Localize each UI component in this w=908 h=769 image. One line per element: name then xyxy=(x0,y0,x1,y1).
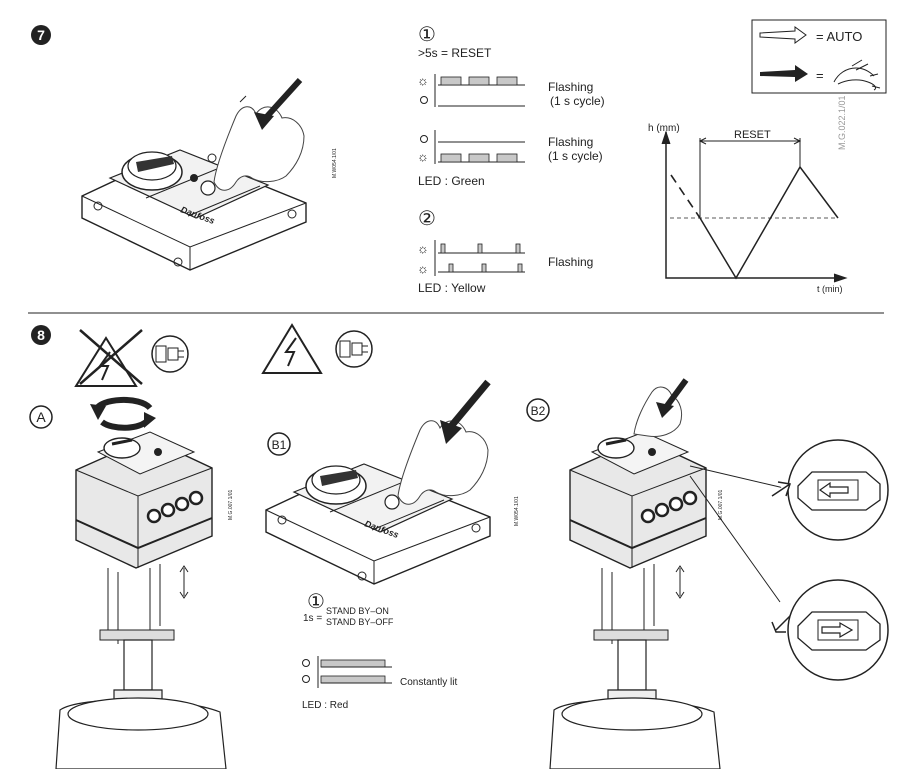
reset-rule-label: >5s = RESET xyxy=(418,46,492,60)
solid-arrow-icon xyxy=(760,65,808,82)
reset-stroke-graph: h (mm) t (min) RESET M.G.022.1/01 xyxy=(648,95,848,294)
svg-text:M.W054.1/01: M.W054.1/01 xyxy=(514,496,520,526)
svg-text:Flashing: Flashing xyxy=(548,135,593,149)
sun-icon: ☼ xyxy=(417,241,429,256)
graph-y-label: h (mm) xyxy=(648,123,680,134)
svg-text:M.G.022.1/01: M.G.022.1/01 xyxy=(837,95,847,150)
svg-text:M.W054.1/01: M.W054.1/01 xyxy=(332,148,338,178)
svg-text:M.G.007.1/01: M.G.007.1/01 xyxy=(228,489,234,520)
standby-off-label: STAND BY–OFF xyxy=(326,617,394,627)
step-1-circle: ① xyxy=(418,24,436,46)
controller-device-b1: Danfoss xyxy=(265,463,491,585)
svg-text:(1 s cycle): (1 s cycle) xyxy=(550,94,605,108)
step-8-badge: 8 xyxy=(31,325,51,345)
svg-text:A: A xyxy=(36,409,46,425)
leader-lines xyxy=(689,465,785,603)
led-pattern-3: ☼ ☼ Flashing xyxy=(417,240,593,276)
standby-on-label: STAND BY–ON xyxy=(326,606,389,616)
zoom-detail-manual xyxy=(771,579,889,681)
led-yellow-label: LED : Yellow xyxy=(418,281,486,295)
led-green-label: LED : Green xyxy=(418,174,485,188)
led-pattern-1: ☼ Flashing (1 s cycle) xyxy=(417,73,605,108)
led-constant-pattern: Constantly lit xyxy=(302,656,457,688)
led-off-icon xyxy=(420,96,428,104)
plug-icon xyxy=(151,335,189,373)
variant-b1-label: B1 xyxy=(267,432,291,456)
hand-pressing-icon-b1 xyxy=(397,379,491,505)
live-voltage-warning-icon xyxy=(261,323,323,374)
outline-arrow-icon xyxy=(771,481,791,497)
graph-reset-label: RESET xyxy=(734,129,771,141)
svg-text:B1: B1 xyxy=(272,438,287,452)
zoom-detail-auto xyxy=(771,439,889,541)
graph-x-label: t (min) xyxy=(817,284,843,294)
hand-pressing-icon-b2 xyxy=(633,378,689,437)
sun-icon: ☼ xyxy=(417,149,429,164)
svg-text:Flashing: Flashing xyxy=(548,80,593,94)
svg-text:Flashing: Flashing xyxy=(548,255,593,269)
plug-icon-2 xyxy=(335,330,373,368)
led-red-label: LED : Red xyxy=(302,700,348,711)
svg-text:=: = xyxy=(816,68,824,83)
hand-turning-icon xyxy=(833,59,881,91)
actuator-b2: M.G.007.1/01 xyxy=(549,431,724,769)
svg-text:M.G.007.1/01: M.G.007.1/01 xyxy=(718,489,724,520)
led-off-icon xyxy=(420,135,428,143)
step-2-circle: ② xyxy=(418,208,436,230)
svg-text:1s =: 1s = xyxy=(303,613,322,624)
led-pattern-2: ☼ Flashing (1 s cycle) xyxy=(417,130,603,164)
svg-text:B2: B2 xyxy=(531,404,546,418)
actuator-a: M.G.007.1/01 xyxy=(55,431,234,769)
controller-device-top: Danfoss xyxy=(81,149,307,271)
hand-pressing-icon xyxy=(213,77,305,191)
sun-icon: ☼ xyxy=(417,73,429,88)
rotation-arrow-icon xyxy=(90,396,156,431)
step-7-badge: 7 xyxy=(31,25,51,45)
variant-a-label: A xyxy=(29,405,53,429)
step-7-number: 7 xyxy=(37,27,45,43)
legend-auto-label: = AUTO xyxy=(816,29,862,44)
variant-b2-label: B2 xyxy=(526,398,550,422)
arrow-legend-box: = AUTO = xyxy=(751,19,887,94)
outline-arrow-icon xyxy=(771,615,791,633)
outline-arrow-icon xyxy=(759,26,807,44)
step-8-number: 8 xyxy=(37,327,45,343)
sun-icon: ☼ xyxy=(417,261,429,276)
svg-text:(1 s cycle): (1 s cycle) xyxy=(548,149,603,163)
svg-text:Constantly lit: Constantly lit xyxy=(400,677,457,688)
step-1-circle-b1: ① xyxy=(307,591,325,613)
no-live-work-warning-icon xyxy=(74,329,143,387)
